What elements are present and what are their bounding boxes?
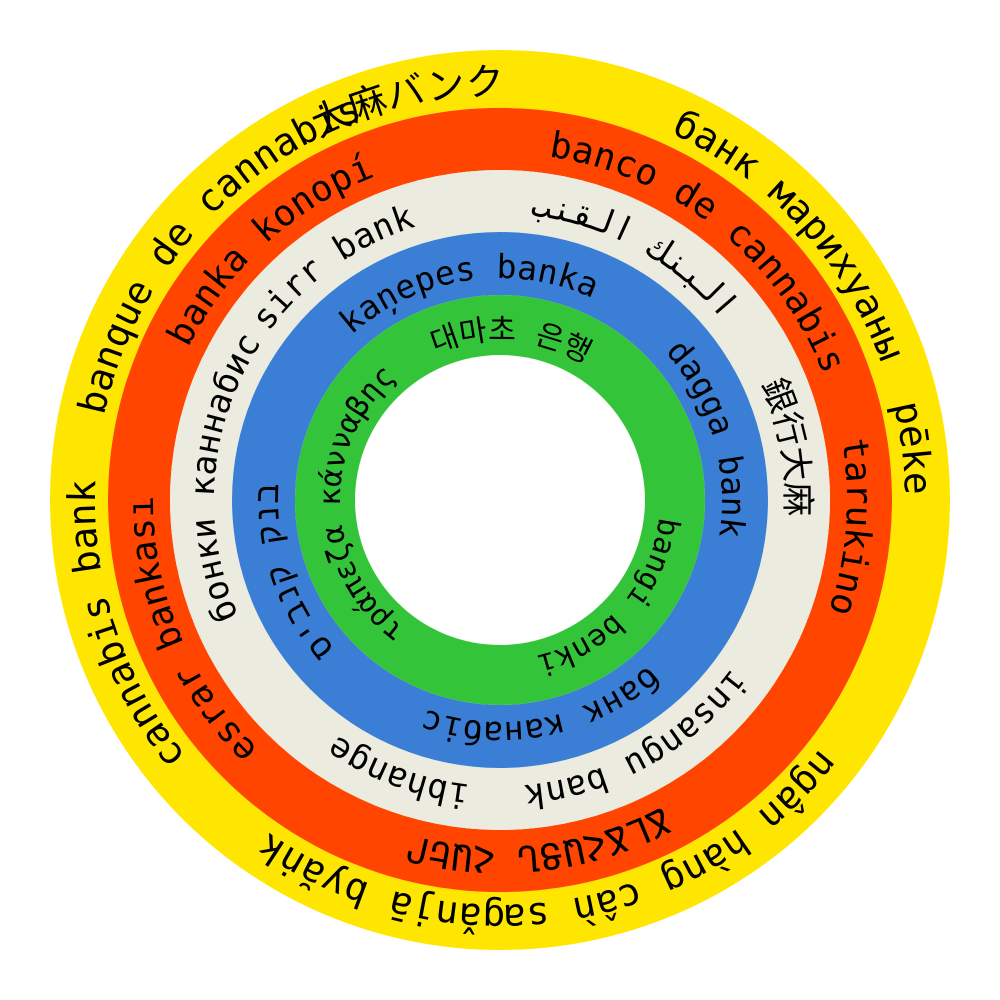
ring-band-5 xyxy=(295,295,705,705)
